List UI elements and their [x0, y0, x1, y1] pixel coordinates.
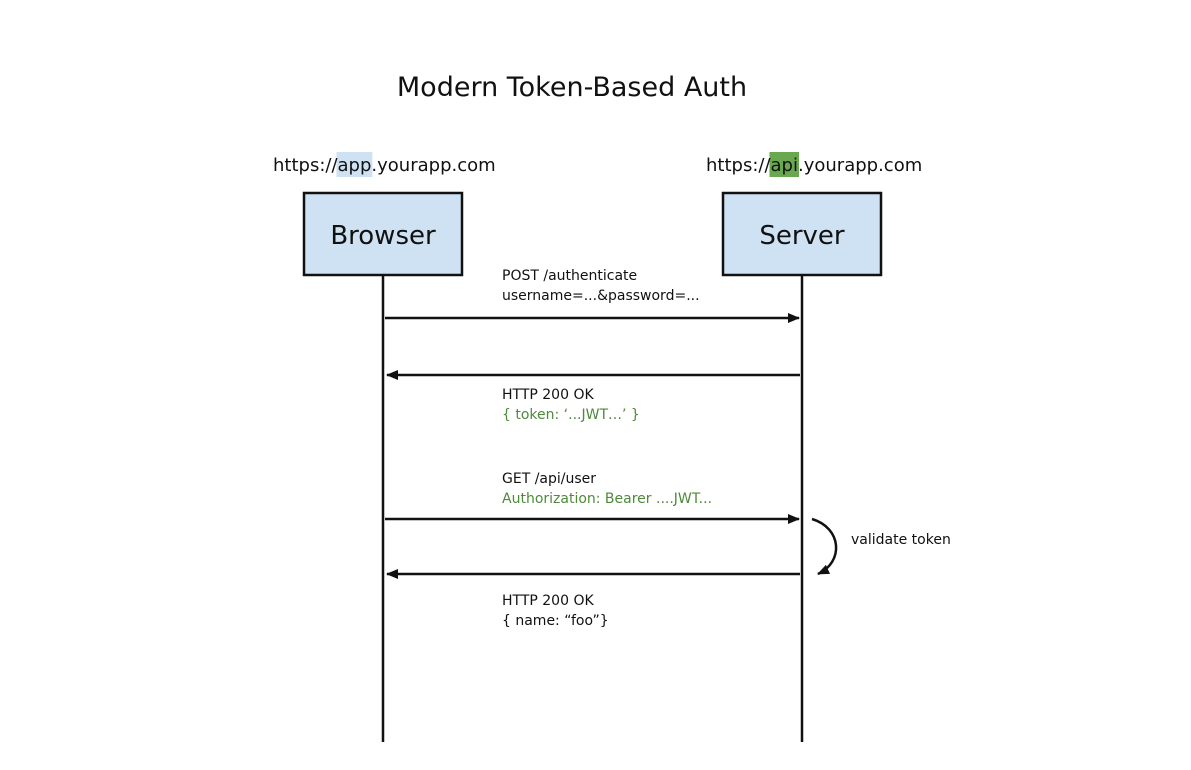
browser-url-prefix: https://	[273, 155, 338, 176]
browser-label: Browser	[330, 221, 436, 251]
server-url: https://api.yourapp.com	[706, 155, 922, 176]
api-subdomain-highlight	[769, 152, 799, 177]
validate-token-note: validate token	[851, 532, 951, 548]
message-2-line-2: { token: ‘...JWT…’ }	[502, 407, 640, 423]
server-url-rest: .yourapp.com	[798, 155, 922, 176]
validate-token-loop-arrow	[811, 517, 838, 576]
message-4-line-1: HTTP 200 OK	[502, 593, 594, 609]
server-box	[721, 191, 883, 277]
browser-url-subdomain: app	[338, 155, 372, 176]
message-1-line-2: username=...&password=...	[502, 288, 700, 304]
server-url-prefix: https://	[706, 155, 771, 176]
browser-url-rest: .yourapp.com	[371, 155, 495, 176]
message-3-line-1: GET /api/user	[502, 471, 596, 487]
message-3-line-2: Authorization: Bearer ....JWT...	[502, 491, 712, 507]
message-2-line-1: HTTP 200 OK	[502, 387, 594, 403]
message-1-line-1: POST /authenticate	[502, 268, 637, 284]
browser-url: https://app.yourapp.com	[273, 155, 496, 176]
diagram-title: Modern Token-Based Auth	[397, 72, 747, 103]
server-url-subdomain: api	[771, 155, 798, 176]
server-label: Server	[759, 221, 845, 251]
app-subdomain-highlight	[336, 152, 373, 177]
message-4-line-2: { name: “foo”}	[502, 613, 609, 629]
